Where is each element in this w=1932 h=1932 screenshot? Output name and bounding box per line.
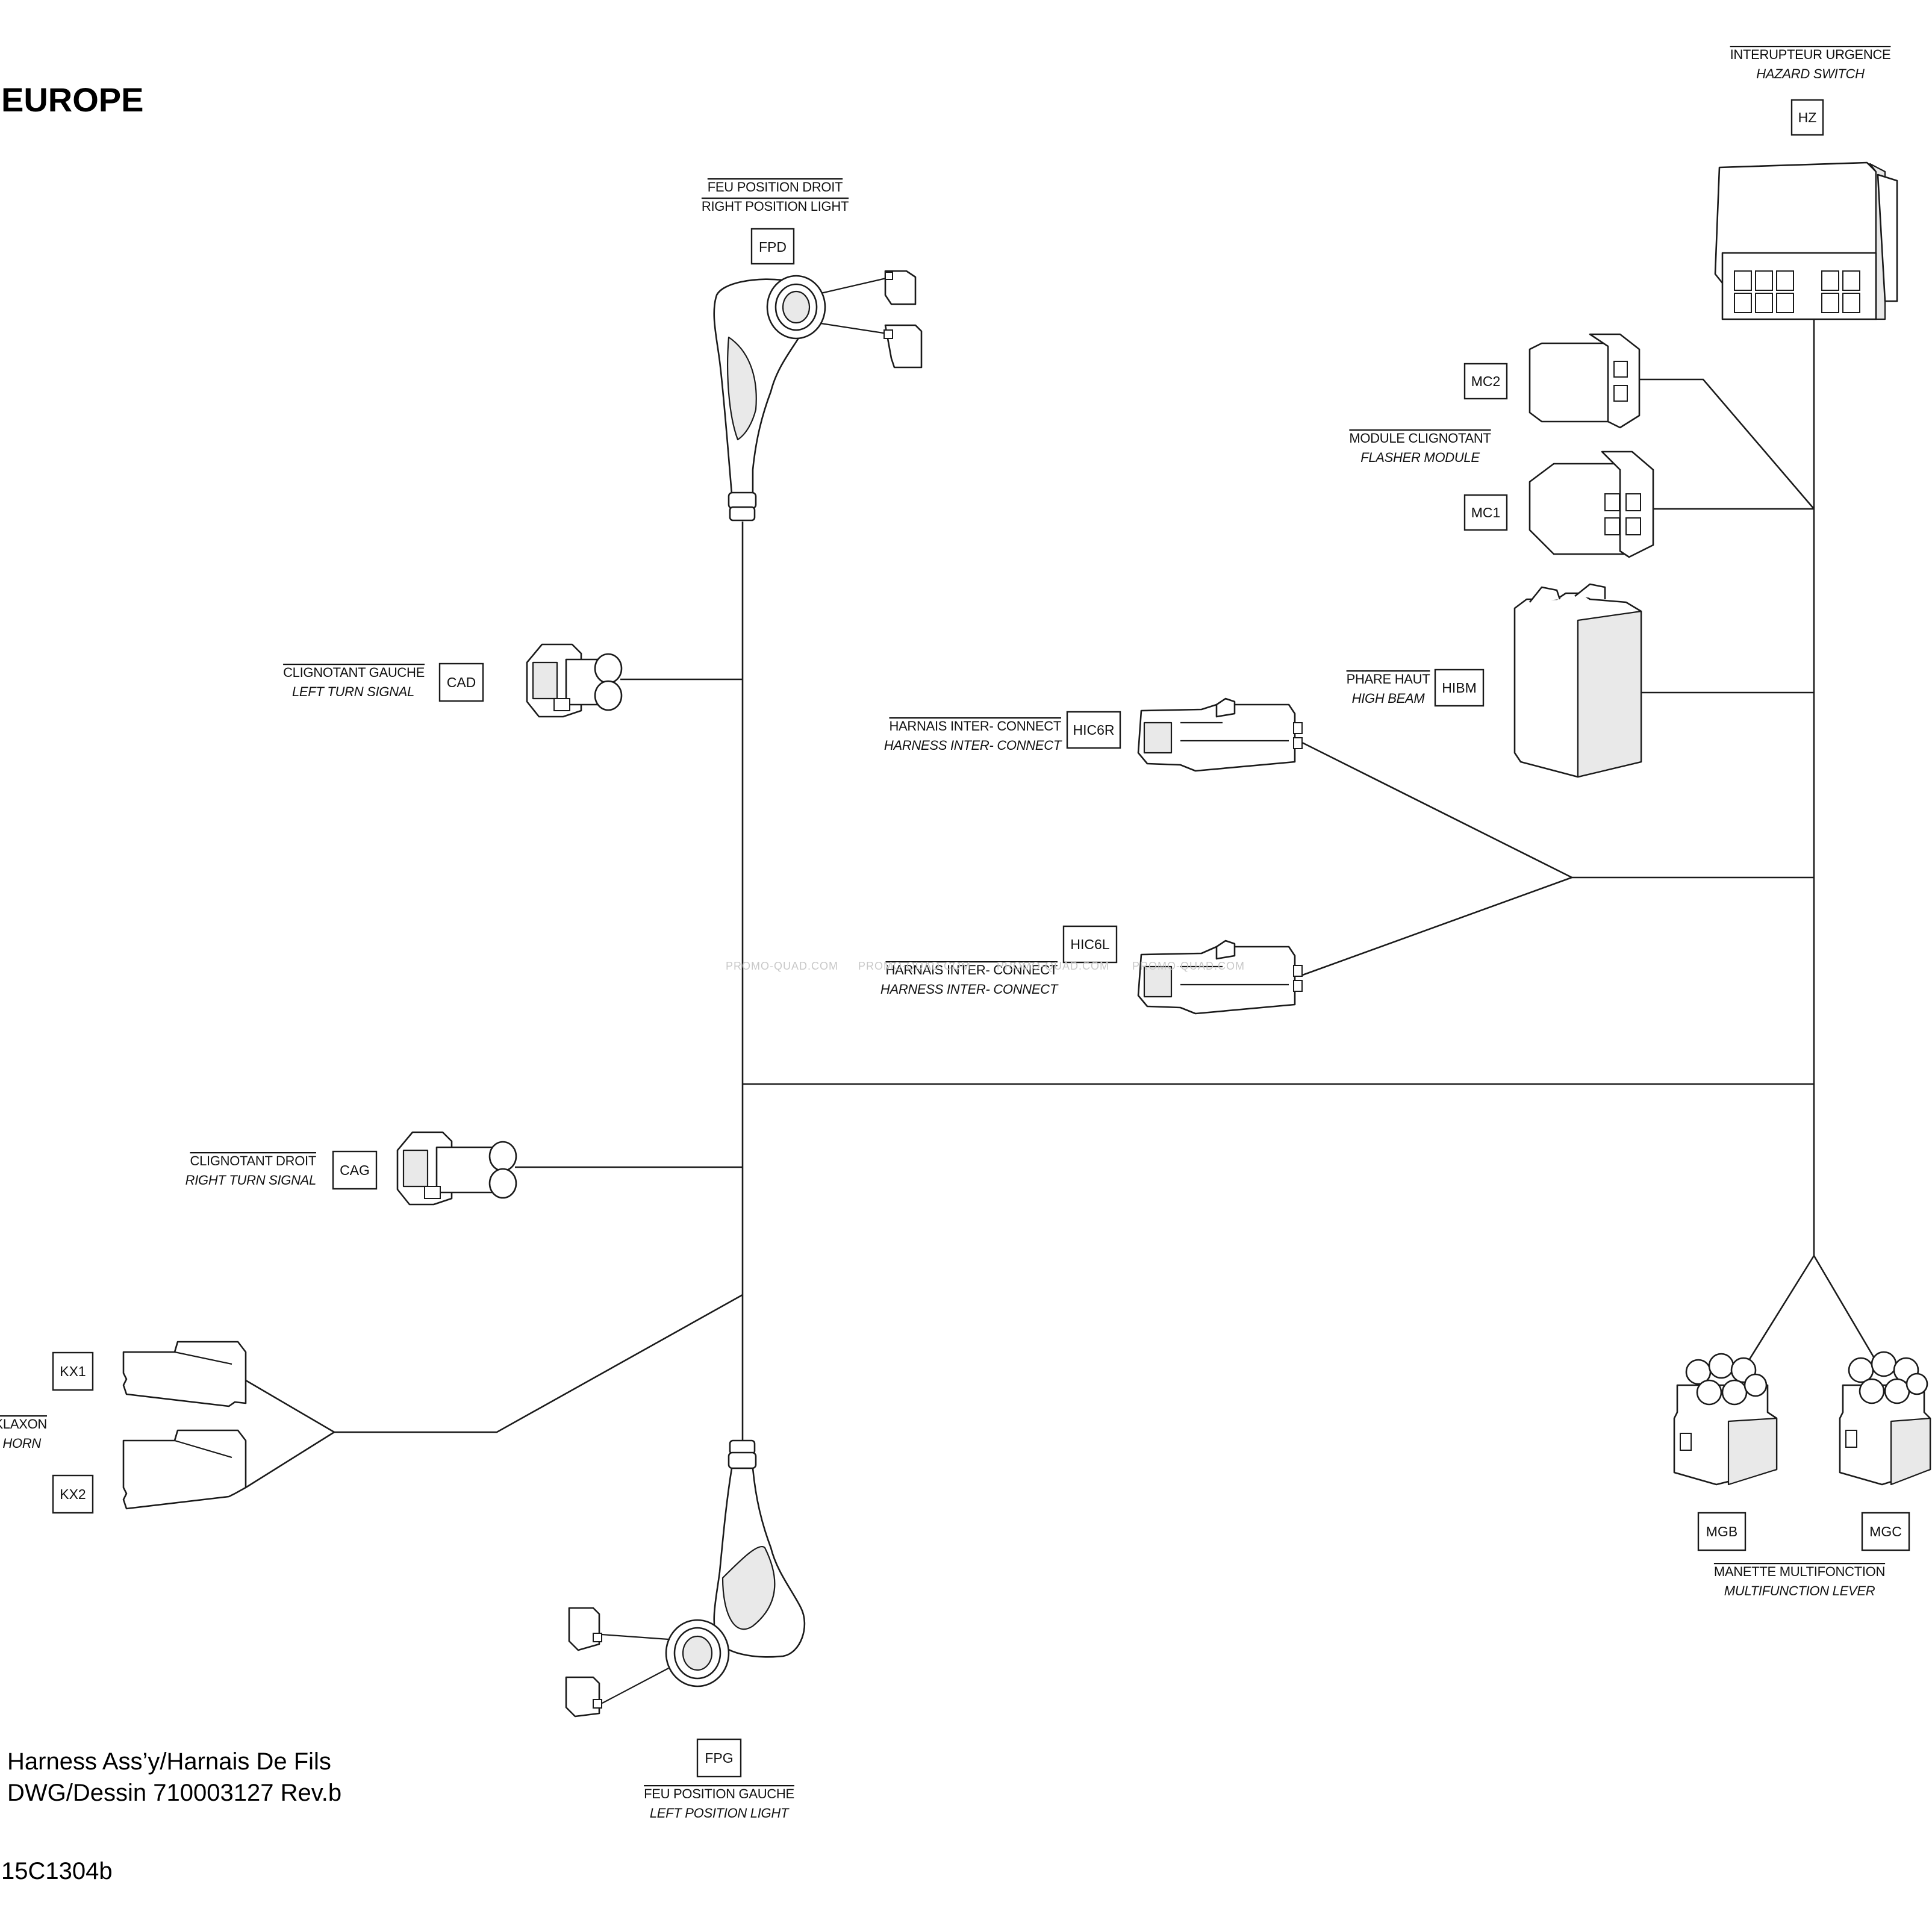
hazard-switch-code: HZ — [1798, 110, 1817, 125]
high-beam-label-en: HIGH BEAM — [1352, 691, 1426, 706]
watermark-4: PROMO-QUAD.COM — [1132, 960, 1245, 972]
flasher-module-label-fr: MODULE CLIGNOTANT — [1349, 431, 1491, 446]
harness-interconnect-r: HIC6R HARNAIS INTER- CONNECT HARNESS INT… — [884, 697, 1303, 772]
multifunction-lever-label-fr: MANETTE MULTIFONCTION — [1714, 1564, 1885, 1579]
flasher-module-connector-mc1: MC1 — [1463, 450, 1654, 558]
drawing-caption-line2: DWG/Dessin 710003127 Rev.b — [7, 1780, 341, 1806]
fpd-label-en: RIGHT POSITION LIGHT — [702, 199, 849, 214]
horn-label-en: HORN — [2, 1436, 41, 1451]
flasher-module-connector-mc2: MC2 — [1463, 333, 1641, 429]
kx1-code: KX1 — [60, 1363, 86, 1379]
kx2-code: KX2 — [60, 1486, 86, 1502]
high-beam-label-fr: PHARE HAUT — [1347, 672, 1430, 687]
right-position-light: FPD FEU POSITION DROIT RIGHT POSITION LI… — [702, 179, 923, 522]
hazard-switch-label-en: HAZARD SWITCH — [1756, 66, 1865, 81]
cad-label-fr: CLIGNOTANT GAUCHE — [283, 665, 425, 680]
fpd-label-fr: FEU POSITION DROIT — [708, 179, 843, 195]
fpg-label-en: LEFT POSITION LIGHT — [650, 1806, 790, 1821]
flasher-module-label-en: FLASHER MODULE — [1360, 450, 1480, 465]
harness-wires — [245, 276, 1879, 1704]
cag-label-en: RIGHT TURN SIGNAL — [185, 1173, 316, 1188]
cad-label-en: LEFT TURN SIGNAL — [292, 684, 414, 699]
mgb-code: MGB — [1706, 1524, 1737, 1539]
right-turn-signal-connector: CAG CLIGNOTANT DROIT RIGHT TURN SIGNAL — [185, 1131, 517, 1206]
horn-connector-kx1: KX1 — [52, 1341, 247, 1407]
watermarks: PROMO-QUAD.COM PROMO-QUAD.COM PROMO-QUAD… — [726, 960, 1245, 972]
hic6r-code: HIC6R — [1073, 722, 1114, 738]
high-beam-code: HIBM — [1442, 680, 1477, 696]
left-turn-signal-connector: CAD CLIGNOTANT GAUCHE LEFT TURN SIGNAL — [283, 643, 623, 718]
watermark-2: PROMO-QUAD.COM — [858, 960, 971, 972]
multifunction-lever-connector-mgc: MGC — [1839, 1351, 1931, 1551]
horn-label-fr: KLAXON — [0, 1416, 47, 1432]
horn-connector-kx2: KX2 — [52, 1429, 247, 1514]
mgc-code: MGC — [1869, 1524, 1902, 1539]
hic6r-label-fr: HARNAIS INTER- CONNECT — [889, 718, 1061, 734]
hazard-switch-code-box — [1790, 99, 1824, 136]
watermark-3: PROMO-QUAD.COM — [997, 960, 1109, 972]
cag-code: CAG — [340, 1162, 370, 1178]
drawing-reference: 15C1304b — [1, 1858, 113, 1884]
hazard-switch: HZ INTERUPTEUR URGENCE HAZARD SWITCH — [1714, 47, 1898, 320]
hazard-switch-label-fr: INTERUPTEUR URGENCE — [1730, 47, 1891, 62]
multifunction-lever-label-en: MULTIFUNCTION LEVER — [1724, 1583, 1875, 1598]
fpg-code: FPG — [705, 1750, 733, 1766]
fpg-label-fr: FEU POSITION GAUCHE — [644, 1786, 794, 1801]
hic6l-label-en: HARNESS INTER- CONNECT — [880, 982, 1059, 997]
left-position-light: FPG FEU POSITION GAUCHE LEFT POSITION LI… — [565, 1439, 806, 1821]
hic6l-code: HIC6L — [1070, 936, 1109, 952]
multifunction-lever-connector-mgb: MGB — [1673, 1353, 1778, 1551]
mc2-code: MC2 — [1471, 373, 1501, 389]
mc1-code: MC1 — [1471, 505, 1501, 520]
region-title: EUROPE — [1, 81, 144, 119]
drawing-caption-line1: Harness Ass’y/Harnais De Fils — [7, 1748, 331, 1775]
hic6r-label-en: HARNESS INTER- CONNECT — [884, 738, 1062, 753]
watermark-1: PROMO-QUAD.COM — [726, 960, 838, 972]
harness-interconnect-l: HIC6L HARNAIS INTER- CONNECT HARNESS INT… — [880, 925, 1303, 1015]
high-beam-relay: HIBM PHARE HAUT HIGH BEAM — [1347, 583, 1642, 778]
hic6l-label-fr: HARNAIS INTER- CONNECT — [885, 962, 1058, 977]
fpd-code: FPD — [759, 239, 787, 255]
cad-code: CAD — [447, 675, 476, 690]
cag-label-fr: CLIGNOTANT DROIT — [190, 1153, 316, 1168]
